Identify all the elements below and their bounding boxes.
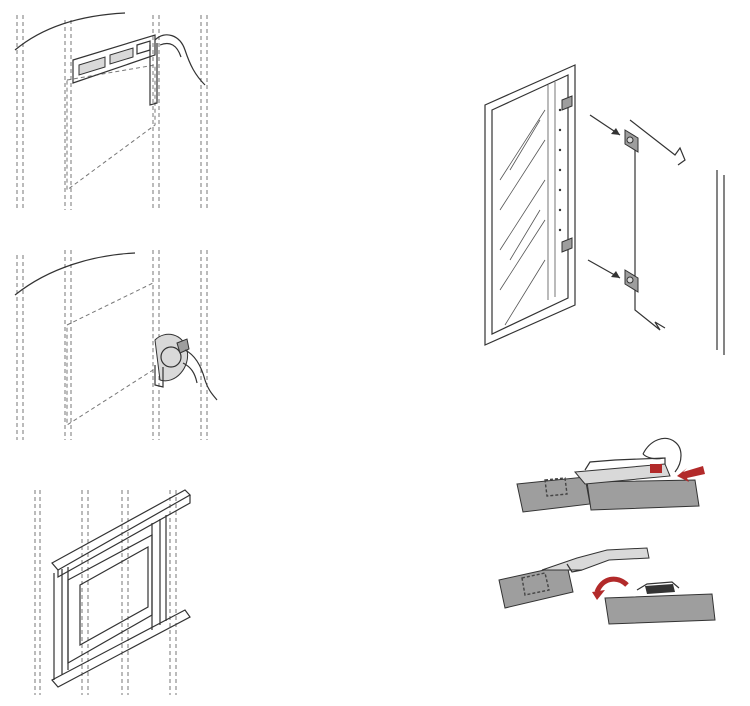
wall-arch	[14, 12, 126, 51]
red-arrow-icon	[592, 576, 629, 600]
sill-plate	[51, 609, 191, 688]
saw-tool-icon	[154, 333, 190, 388]
cabinet-side	[586, 479, 700, 511]
hinge-lever	[650, 464, 662, 473]
cutout-outline	[66, 64, 156, 191]
panel-step-6	[497, 540, 719, 628]
door-panel	[629, 119, 725, 355]
panel-step-4	[480, 60, 740, 365]
cutout-outline	[66, 282, 154, 426]
hand-icon	[182, 349, 218, 401]
window-frame	[67, 533, 153, 665]
panel-step-1	[5, 5, 220, 215]
glass-panel	[499, 109, 546, 326]
mounting-template	[72, 34, 156, 84]
panel-step-2	[5, 245, 220, 445]
wall-arch	[14, 252, 136, 296]
side-studs	[53, 515, 167, 680]
arrow-icon	[587, 114, 621, 279]
shelf-pin-holes	[558, 108, 562, 232]
hand-icon	[154, 34, 206, 86]
level-tool	[149, 43, 158, 106]
cabinet-frame	[484, 64, 576, 346]
wall-studs	[34, 490, 177, 695]
wall-studs	[16, 15, 208, 210]
red-arrow-icon	[677, 466, 705, 482]
panel-step-3	[30, 485, 200, 700]
mounting-plate	[636, 581, 680, 594]
hinge-icon	[624, 129, 639, 293]
header-beam	[51, 489, 191, 579]
hinge-plates	[561, 95, 573, 253]
door-panel	[516, 476, 591, 513]
hand-icon	[642, 437, 682, 473]
panel-step-5	[515, 432, 715, 518]
hinge-icon	[574, 457, 671, 485]
cabinet-side	[604, 593, 716, 625]
hinge-icon	[541, 547, 650, 573]
door-panel	[498, 564, 574, 609]
